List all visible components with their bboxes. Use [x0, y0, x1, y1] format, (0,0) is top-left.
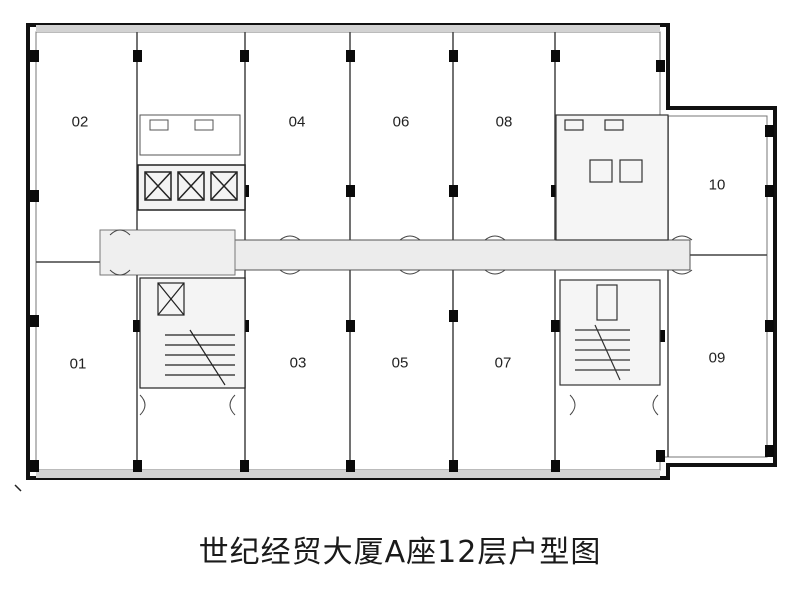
unit-label-07: 07	[494, 354, 512, 372]
window-band-bottom	[36, 470, 660, 478]
partitions	[36, 32, 767, 470]
west-core-stair	[139, 277, 246, 389]
unit-label-02: 02	[71, 113, 89, 131]
east-core	[555, 114, 669, 386]
corner-mark	[14, 484, 22, 492]
unit-label-10: 10	[708, 176, 726, 194]
unit-label-08: 08	[495, 113, 513, 131]
west-core-elevators	[137, 114, 246, 211]
west-corridor	[99, 229, 236, 276]
floor-plan	[14, 23, 777, 492]
main-corridor	[234, 239, 691, 271]
unit-label-05: 05	[391, 354, 409, 372]
unit-label-09: 09	[708, 349, 726, 367]
door-swings	[109, 229, 693, 416]
unit-label-04: 04	[288, 113, 306, 131]
window-band-top	[36, 25, 660, 32]
unit-label-01: 01	[69, 355, 87, 373]
unit-label-03: 03	[289, 354, 307, 372]
plan-caption: 世纪经贸大厦A座12层户型图	[198, 535, 602, 570]
unit-label-06: 06	[392, 113, 410, 131]
